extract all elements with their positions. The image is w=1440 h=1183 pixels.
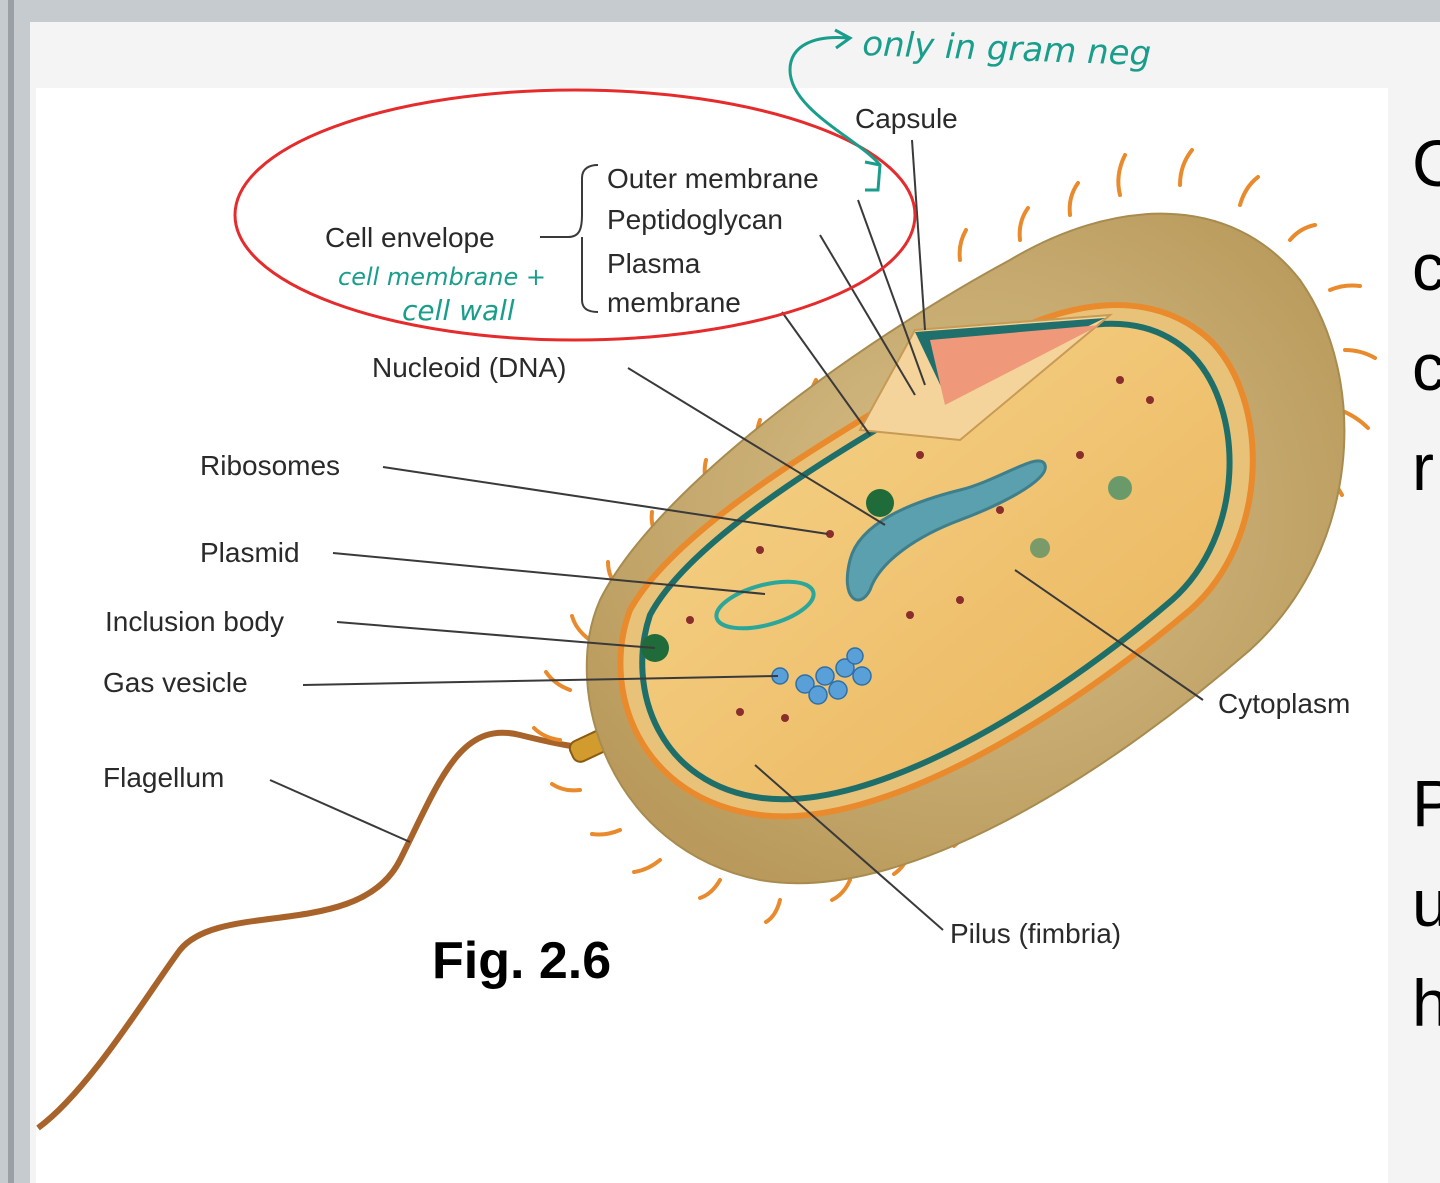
nucleoid xyxy=(845,459,1047,602)
figure-caption: Fig. 2.6 xyxy=(432,932,611,990)
teal-bracket xyxy=(864,160,882,192)
envelope-note-2: cell wall xyxy=(402,294,515,327)
side-text-6: u xyxy=(1412,866,1440,940)
side-text-4: r xyxy=(1412,430,1434,504)
label-cytoplasm: Cytoplasm xyxy=(1218,688,1350,719)
label-cell-envelope: Cell envelope xyxy=(325,222,495,253)
window-left-scrollbar[interactable] xyxy=(0,0,30,1183)
side-text-3: c xyxy=(1412,330,1440,404)
label-pilus: Pilus (fimbria) xyxy=(950,918,1121,949)
scrollbar-thumb[interactable] xyxy=(8,0,14,1183)
leader-lines xyxy=(269,139,1204,931)
ribosomes xyxy=(686,376,1154,722)
label-membrane: membrane xyxy=(607,287,741,318)
side-text-5: P xyxy=(1412,766,1440,840)
label-plasmid: Plasmid xyxy=(200,537,300,568)
teal-arrow xyxy=(788,28,882,166)
gram-note: only in gram neg xyxy=(862,24,1152,74)
label-plasma: Plasma xyxy=(607,248,701,279)
label-gas-vesicle: Gas vesicle xyxy=(103,667,248,698)
label-ribosomes: Ribosomes xyxy=(200,450,340,481)
label-peptidoglycan: Peptidoglycan xyxy=(607,204,783,235)
label-nucleoid: Nucleoid (DNA) xyxy=(372,352,567,383)
side-text-7: h xyxy=(1412,966,1440,1040)
label-outer-membrane: Outer membrane xyxy=(607,163,819,194)
label-capsule: Capsule xyxy=(855,103,958,134)
plasmid xyxy=(714,579,816,631)
side-text-1: C xyxy=(1412,126,1440,200)
window-top-bar xyxy=(0,0,1440,22)
flagellum xyxy=(36,729,596,1131)
envelope-note-1: cell membrane + xyxy=(338,263,546,291)
label-inclusion-body: Inclusion body xyxy=(105,606,284,637)
cell-envelope-circle xyxy=(233,88,917,342)
label-flagellum: Flagellum xyxy=(103,762,224,793)
gas-vesicles xyxy=(771,647,872,705)
side-text-2: c xyxy=(1412,230,1440,304)
